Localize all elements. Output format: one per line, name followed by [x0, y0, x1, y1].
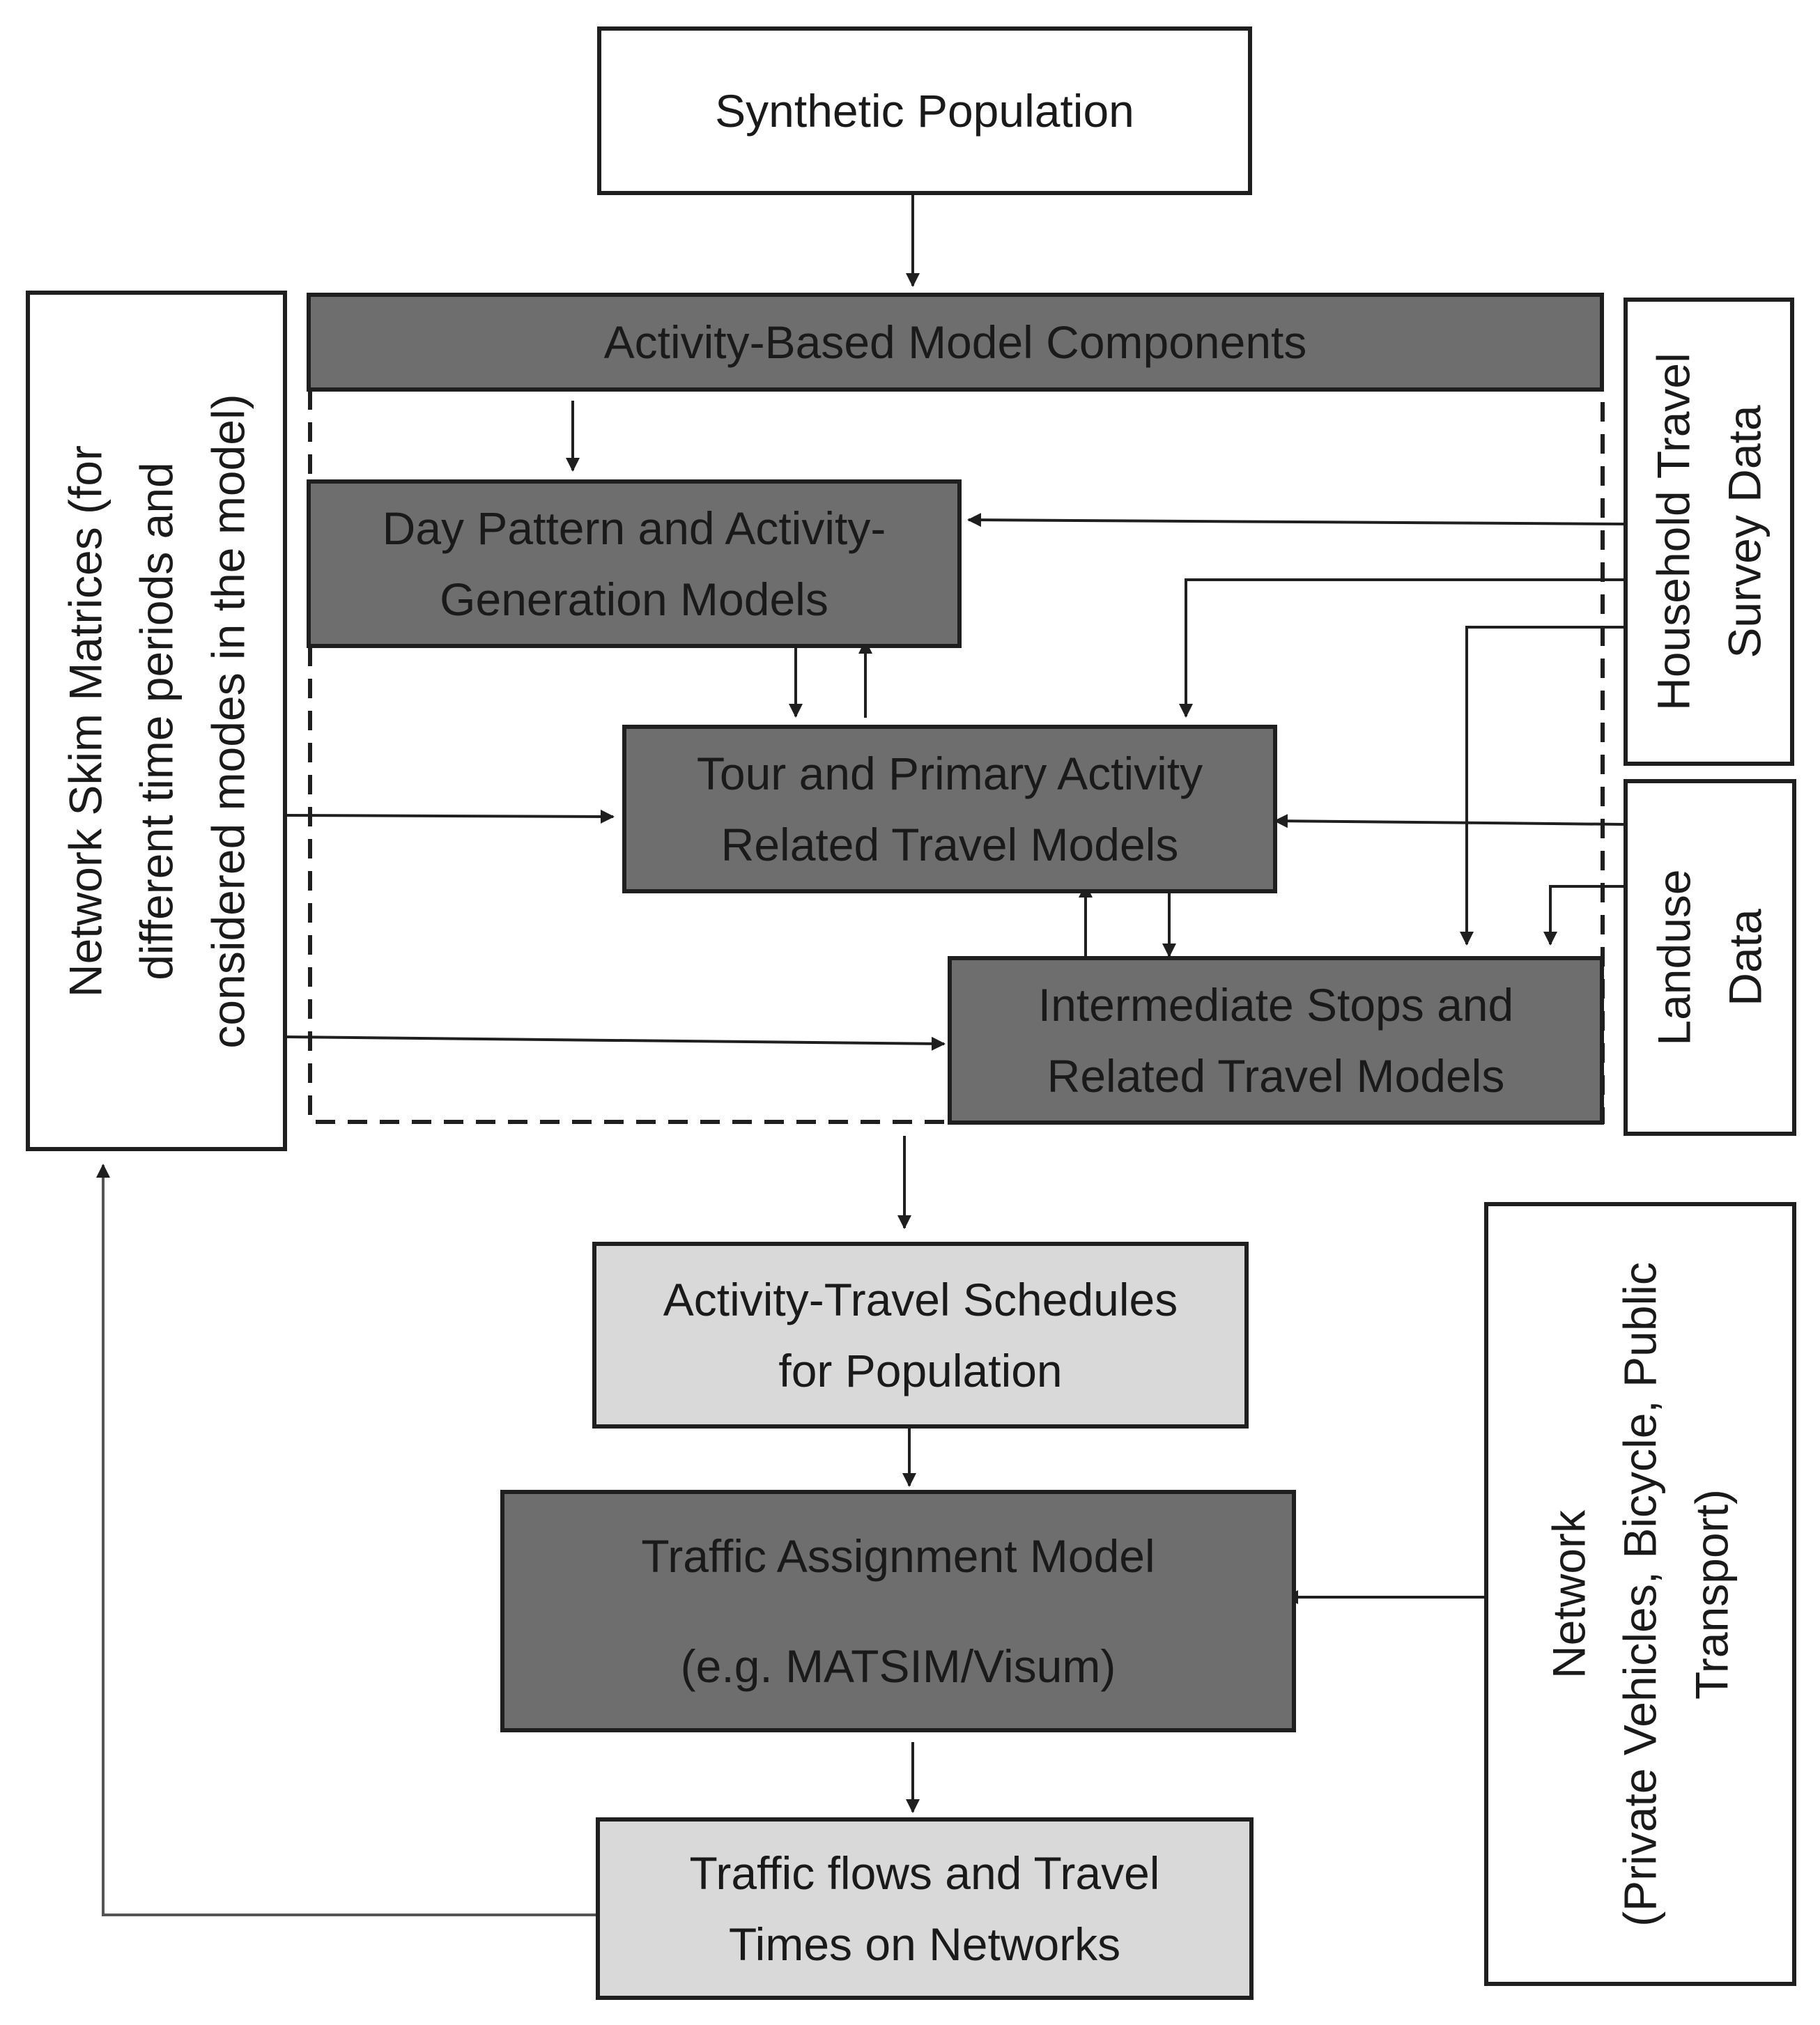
traffic-flows-label-line-1: Traffic flows and Travel	[689, 1847, 1160, 1899]
network-label-line-2: (Private Vehicles, Bicycle, Public	[1614, 1261, 1666, 1927]
schedules-box: Activity-Travel Schedules for Population	[592, 1242, 1249, 1429]
household-survey-label-line-1: Household Travel	[1647, 353, 1699, 711]
intermediate-stops-box: Intermediate Stops and Related Travel Mo…	[948, 956, 1604, 1125]
household-survey-box: Household Travel Survey Data	[1624, 298, 1794, 766]
intermediate-stops-label-line-2: Related Travel Models	[1047, 1050, 1505, 1102]
tour-primary-box: Tour and Primary Activity Related Travel…	[622, 725, 1277, 893]
landuse-label-line-2: Data	[1720, 909, 1771, 1006]
abm-dashed-boundary	[308, 390, 1605, 1124]
network-skim-text: Network Skim Matrices (for different tim…	[49, 394, 263, 1048]
household-survey-label-line-2: Survey Data	[1718, 405, 1771, 659]
abm-components-label: Activity-Based Model Components	[603, 316, 1307, 368]
landuse-box: Landuse Data	[1624, 779, 1796, 1136]
arrow-survey-to-intermediate	[1460, 626, 1624, 946]
network-skim-label-line-1: Network Skim Matrices (for	[59, 445, 111, 997]
traffic-assignment-label-line-1: Traffic Assignment Model	[641, 1530, 1155, 1582]
landuse-text: Landuse Data	[1639, 869, 1782, 1045]
network-label-line-1: Network	[1543, 1509, 1595, 1679]
day-pattern-box: Day Pattern and Activity- Generation Mod…	[307, 479, 962, 648]
tour-primary-label-line-2: Related Travel Models	[720, 819, 1179, 870]
traffic-flows-label-line-2: Times on Networks	[728, 1918, 1121, 1970]
network-skim-label-line-3: considered modes in the model)	[201, 393, 254, 1049]
schedules-label-line-1: Activity-Travel Schedules	[663, 1273, 1178, 1325]
arrow-survey-to-day-pattern	[967, 513, 1624, 528]
synthetic-population-box: Synthetic Population	[597, 26, 1252, 195]
network-skim-label-line-2: different time periods and	[130, 461, 183, 980]
household-survey-text: Household Travel Survey Data	[1637, 353, 1780, 711]
arrow-flows-feedback-to-skim	[96, 1164, 596, 1916]
arrow-survey-to-tour	[1179, 578, 1624, 718]
traffic-assignment-box: Traffic Assignment Model (e.g. MATSIM/Vi…	[500, 1490, 1296, 1732]
day-pattern-label-line-1: Day Pattern and Activity-	[382, 502, 886, 554]
network-label-line-3: Transport)	[1686, 1488, 1738, 1700]
network-box: Network (Private Vehicles, Bicycle, Publ…	[1484, 1202, 1796, 1986]
traffic-assignment-label-line-2: (e.g. MATSIM/Visum)	[680, 1640, 1116, 1692]
landuse-label-line-1: Landuse	[1648, 869, 1700, 1046]
arrow-skim-to-intermediate	[286, 1035, 946, 1051]
arrow-skim-to-tour	[286, 809, 615, 824]
schedules-label-line-2: for Population	[778, 1345, 1063, 1396]
abm-components-box: Activity-Based Model Components	[307, 293, 1604, 392]
arrow-landuse-to-intermediate	[1543, 885, 1624, 946]
synthetic-population-label: Synthetic Population	[715, 84, 1134, 137]
tour-primary-label-line-1: Tour and Primary Activity	[696, 747, 1203, 799]
arrow-landuse-to-tour	[1274, 814, 1624, 829]
traffic-flows-box: Traffic flows and Travel Times on Networ…	[596, 1817, 1254, 2000]
day-pattern-label-line-2: Generation Models	[440, 573, 828, 625]
intermediate-stops-label-line-1: Intermediate Stops and	[1038, 978, 1514, 1031]
network-text: Network (Private Vehicles, Bicycle, Publ…	[1534, 1262, 1748, 1927]
network-skim-box: Network Skim Matrices (for different tim…	[26, 291, 287, 1151]
